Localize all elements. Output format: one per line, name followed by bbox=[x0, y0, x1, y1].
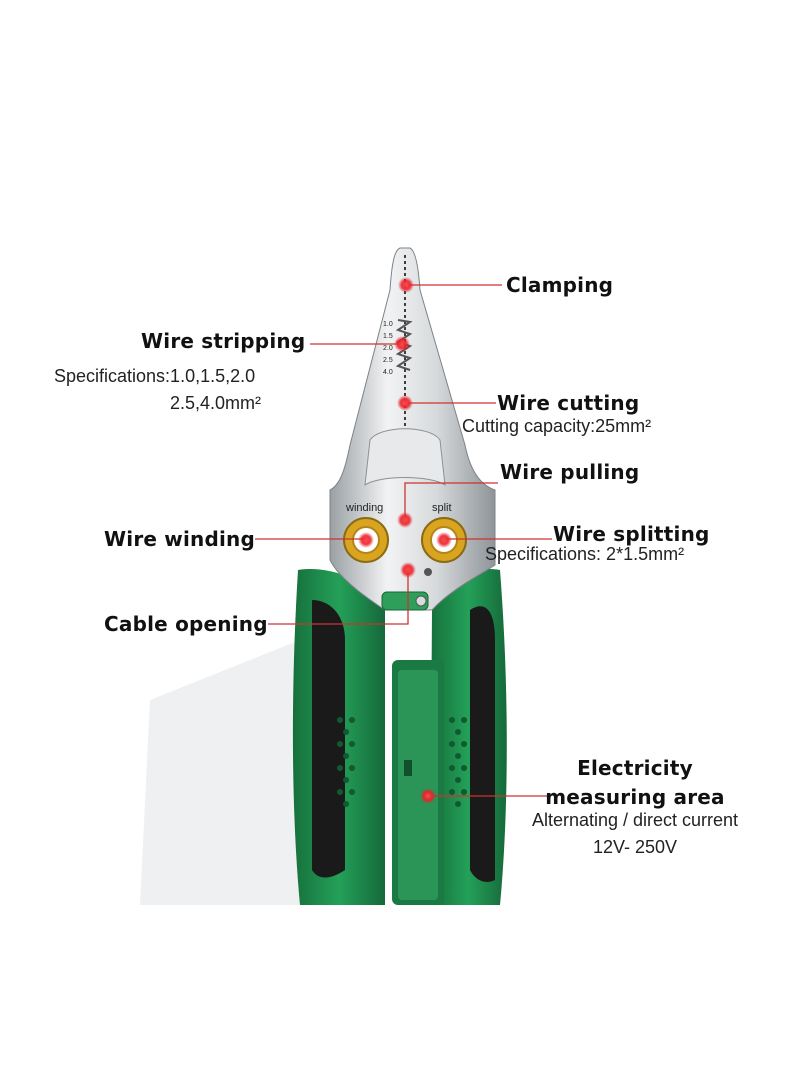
splitting-specs-label: Specifications: 2*1.5mm² bbox=[485, 544, 685, 564]
split-marking: split bbox=[432, 502, 452, 514]
leader-lines bbox=[255, 284, 552, 797]
pulling-leader bbox=[404, 482, 498, 520]
winding-marking: winding bbox=[345, 502, 383, 514]
left-grip-dots bbox=[337, 717, 355, 807]
electricity-label-line1: Electricity bbox=[577, 756, 693, 780]
pulling-marker bbox=[397, 512, 413, 528]
wire-winding-label: Wire winding bbox=[104, 527, 256, 551]
right-grip-dots bbox=[449, 717, 467, 807]
winding-marker bbox=[358, 532, 374, 548]
cable-opening-leader bbox=[268, 570, 409, 625]
svg-text:1.0: 1.0 bbox=[383, 321, 393, 328]
splitting-marker bbox=[436, 532, 452, 548]
wire-stripping-label: Wire stripping bbox=[141, 329, 306, 353]
cutting-marker bbox=[397, 395, 413, 411]
wire-splitting-label: Wire splitting bbox=[553, 522, 710, 546]
cable-opening-label: Cable opening bbox=[104, 612, 268, 636]
cutting-capacity-label: Cutting capacity:25mm² bbox=[462, 416, 652, 436]
voltage-range-label: 12V- 250V bbox=[592, 837, 678, 857]
stripping-specs-line2: 2.5,4.0mm² bbox=[170, 393, 262, 413]
svg-text:4.0: 4.0 bbox=[383, 369, 393, 376]
left-handle bbox=[292, 569, 385, 905]
clamping-label: Clamping bbox=[506, 273, 614, 297]
wire-pulling-label: Wire pulling bbox=[500, 460, 640, 484]
stripping-marker bbox=[394, 336, 410, 352]
svg-text:2.0: 2.0 bbox=[383, 345, 393, 352]
lock-latch bbox=[381, 568, 432, 611]
stripping-specs-line1: Specifications:1.0,1.5,2.0 bbox=[54, 366, 256, 386]
current-type-label: Alternating / direct current bbox=[531, 810, 739, 830]
electricity-marker bbox=[420, 788, 436, 804]
svg-text:2.5: 2.5 bbox=[383, 357, 393, 364]
electricity-label-line2: measuring area bbox=[545, 785, 725, 809]
voltage-tester-module bbox=[392, 660, 444, 905]
svg-text:1.5: 1.5 bbox=[383, 333, 393, 340]
wire-cutting-label: Wire cutting bbox=[497, 391, 640, 415]
right-handle bbox=[430, 569, 507, 905]
clamping-marker bbox=[398, 277, 414, 293]
cable-opening-marker bbox=[400, 562, 416, 578]
feature-markers bbox=[358, 277, 452, 804]
tool-shadow bbox=[140, 640, 300, 905]
